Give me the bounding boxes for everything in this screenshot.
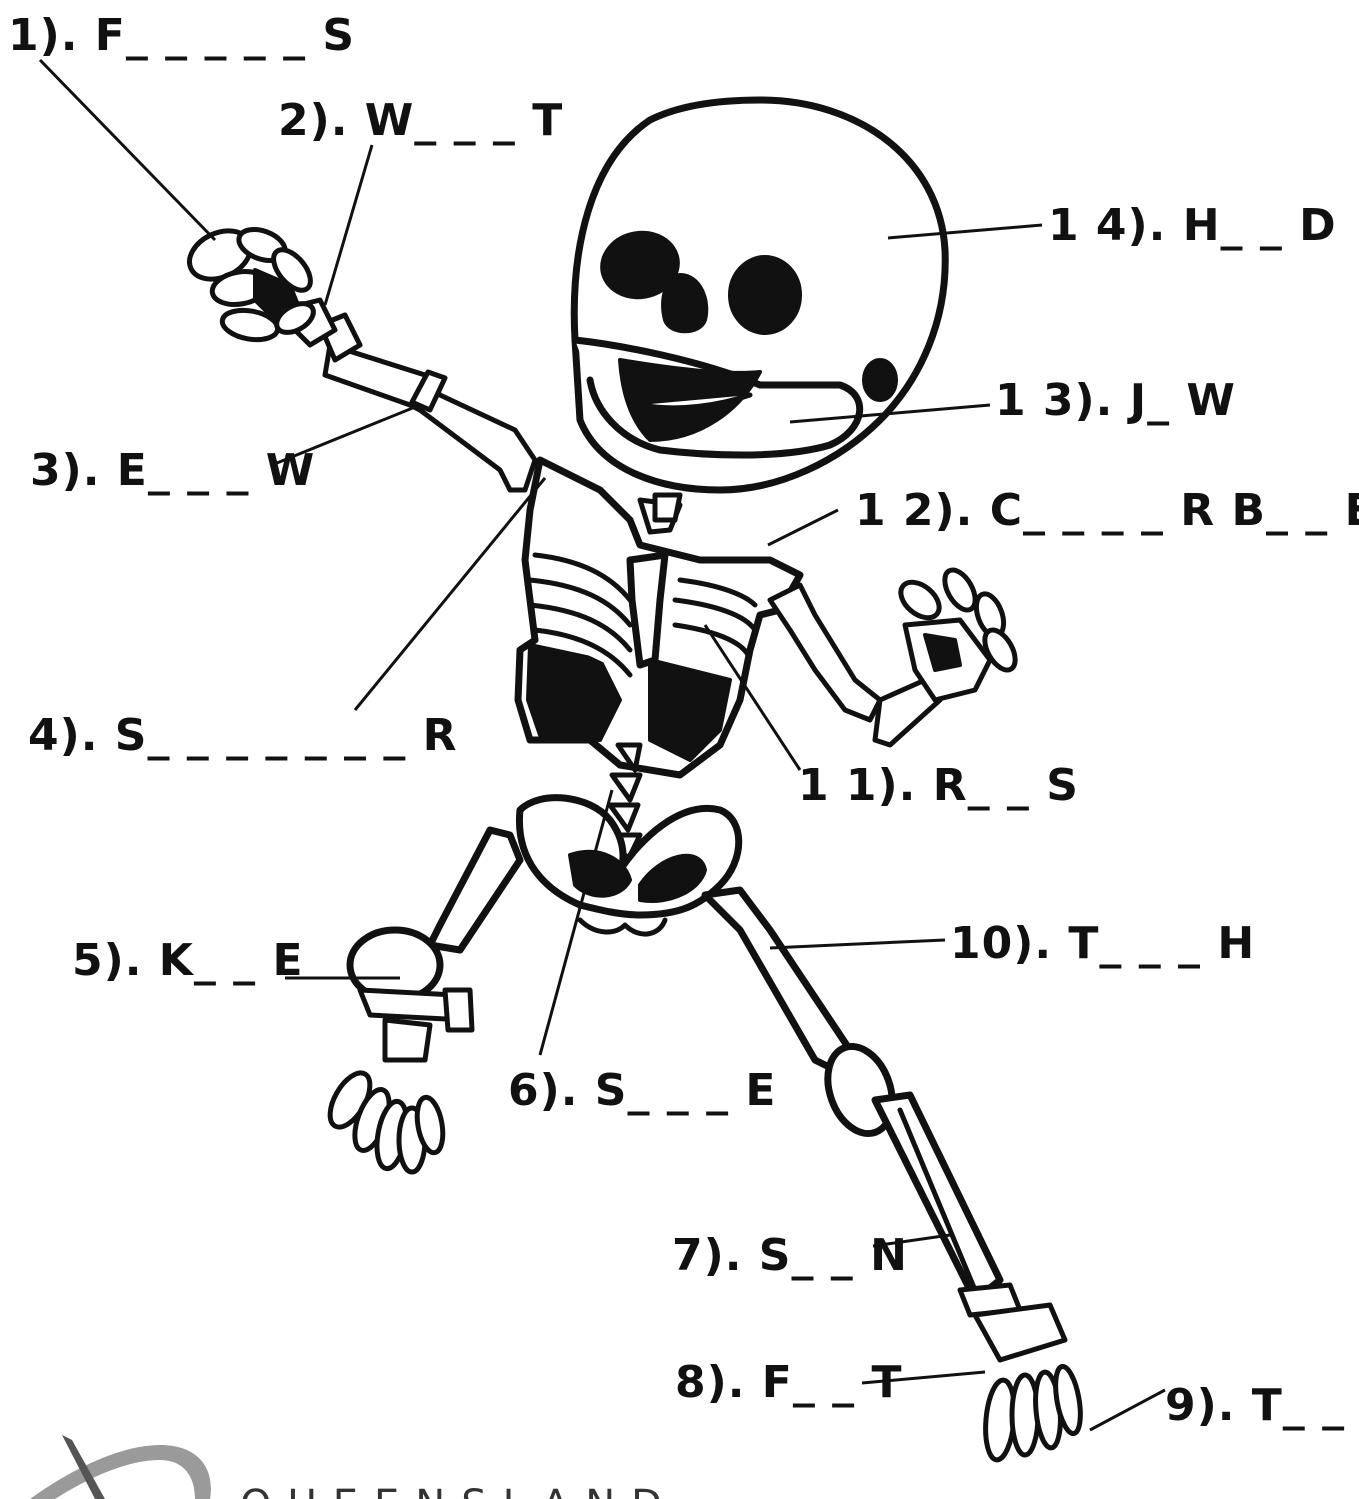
label-8: 8). F_ _ T [675, 1357, 902, 1408]
leader-1 [40, 60, 215, 240]
spine-pelvis [519, 745, 738, 934]
skull [574, 100, 945, 520]
label-2: 2). W_ _ _ T [278, 95, 563, 146]
logo: QUEENSLAND [30, 1435, 678, 1499]
label-1: 1). F_ _ _ _ _ S [8, 10, 355, 61]
label-13: 1 3). J_ W [995, 375, 1236, 426]
leader-10 [770, 940, 945, 948]
logo-text: QUEENSLAND [240, 1482, 678, 1499]
label-5: 5). K_ _ E [72, 935, 304, 986]
label-12: 1 2). C_ _ _ _ R B_ _ E [855, 485, 1359, 536]
label-7: 7). S_ _ N [672, 1230, 908, 1281]
leader-9 [1090, 1390, 1165, 1430]
label-10: 10). T_ _ _ H [950, 918, 1255, 969]
label-6: 6). S_ _ _ E [508, 1065, 776, 1116]
label-9: 9). T_ _ S [1165, 1380, 1359, 1431]
left-foot [322, 1020, 447, 1172]
right-arm [770, 565, 1021, 745]
leader-2 [325, 145, 372, 305]
leader-12 [768, 510, 838, 545]
left-leg [322, 830, 520, 1172]
label-4: 4). S_ _ _ _ _ _ _ R [28, 710, 458, 761]
right-hand [894, 565, 1021, 700]
right-foot [975, 1305, 1085, 1461]
label-14: 1 4). H_ _ D [1048, 200, 1337, 251]
label-11: 1 1). R_ _ S [798, 760, 1079, 811]
left-hand [182, 222, 319, 344]
label-3: 3). E_ _ _ W [30, 445, 315, 496]
logo-swoosh-icon [30, 1445, 211, 1499]
